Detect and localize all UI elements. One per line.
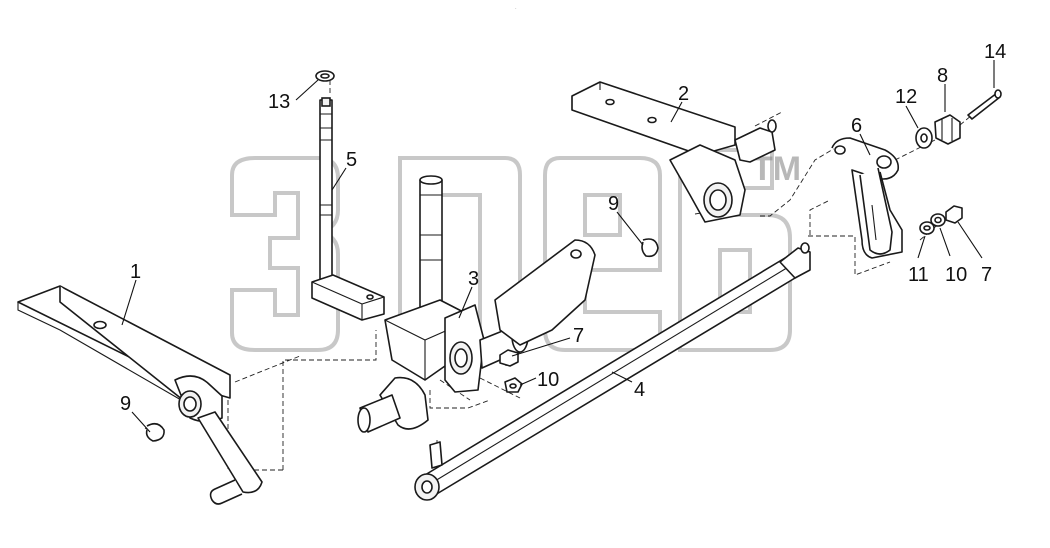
part-12-washer-right <box>915 127 933 149</box>
callout-6: 6 <box>851 115 862 137</box>
callout-14: 14 <box>984 41 1006 63</box>
callout-7-middle: 7 <box>573 325 584 347</box>
part-3-arm-plate <box>494 239 596 346</box>
callout-1: 1 <box>130 261 141 283</box>
callout-5: 5 <box>346 149 357 171</box>
part-3-central-shaft <box>357 175 529 433</box>
part-7-nut-right <box>945 205 963 224</box>
callout-labels: 1 2 3 4 5 6 7 7 8 9 9 10 10 11 12 13 14 <box>120 41 1006 415</box>
callout-12: 12 <box>895 86 917 108</box>
part-4-rod <box>414 242 811 501</box>
corner-mark: · <box>515 6 517 12</box>
callout-7-right: 7 <box>981 264 992 286</box>
part-7-nut-middle <box>499 349 519 367</box>
leader-lines <box>121 60 995 433</box>
callout-8: 8 <box>937 65 948 87</box>
callout-10-right: 10 <box>945 264 967 286</box>
callout-10-middle: 10 <box>537 369 559 391</box>
part-9-circlip-left <box>145 422 165 442</box>
part-10-washer-middle <box>504 377 523 393</box>
callout-11: 11 <box>908 264 929 286</box>
part-9-circlip-middle <box>641 238 659 258</box>
part-2-pedal-bracket <box>571 81 777 223</box>
part-10-washer-right <box>930 213 946 227</box>
callout-9-left: 9 <box>120 393 131 415</box>
part-14-cotter-pin <box>967 89 1002 120</box>
callout-9-middle: 9 <box>608 193 619 215</box>
part-11-washer-right <box>919 221 935 235</box>
part-5-shaft <box>311 97 385 321</box>
part-13-washer <box>315 70 335 82</box>
callout-13: 13 <box>268 91 290 113</box>
callout-4: 4 <box>634 379 645 401</box>
callout-2: 2 <box>678 83 689 105</box>
part-8-castle-nut <box>934 114 961 145</box>
part-1-pedal-lever <box>17 285 263 505</box>
part-6-crank-lever <box>831 137 903 259</box>
callout-3: 3 <box>468 268 479 290</box>
